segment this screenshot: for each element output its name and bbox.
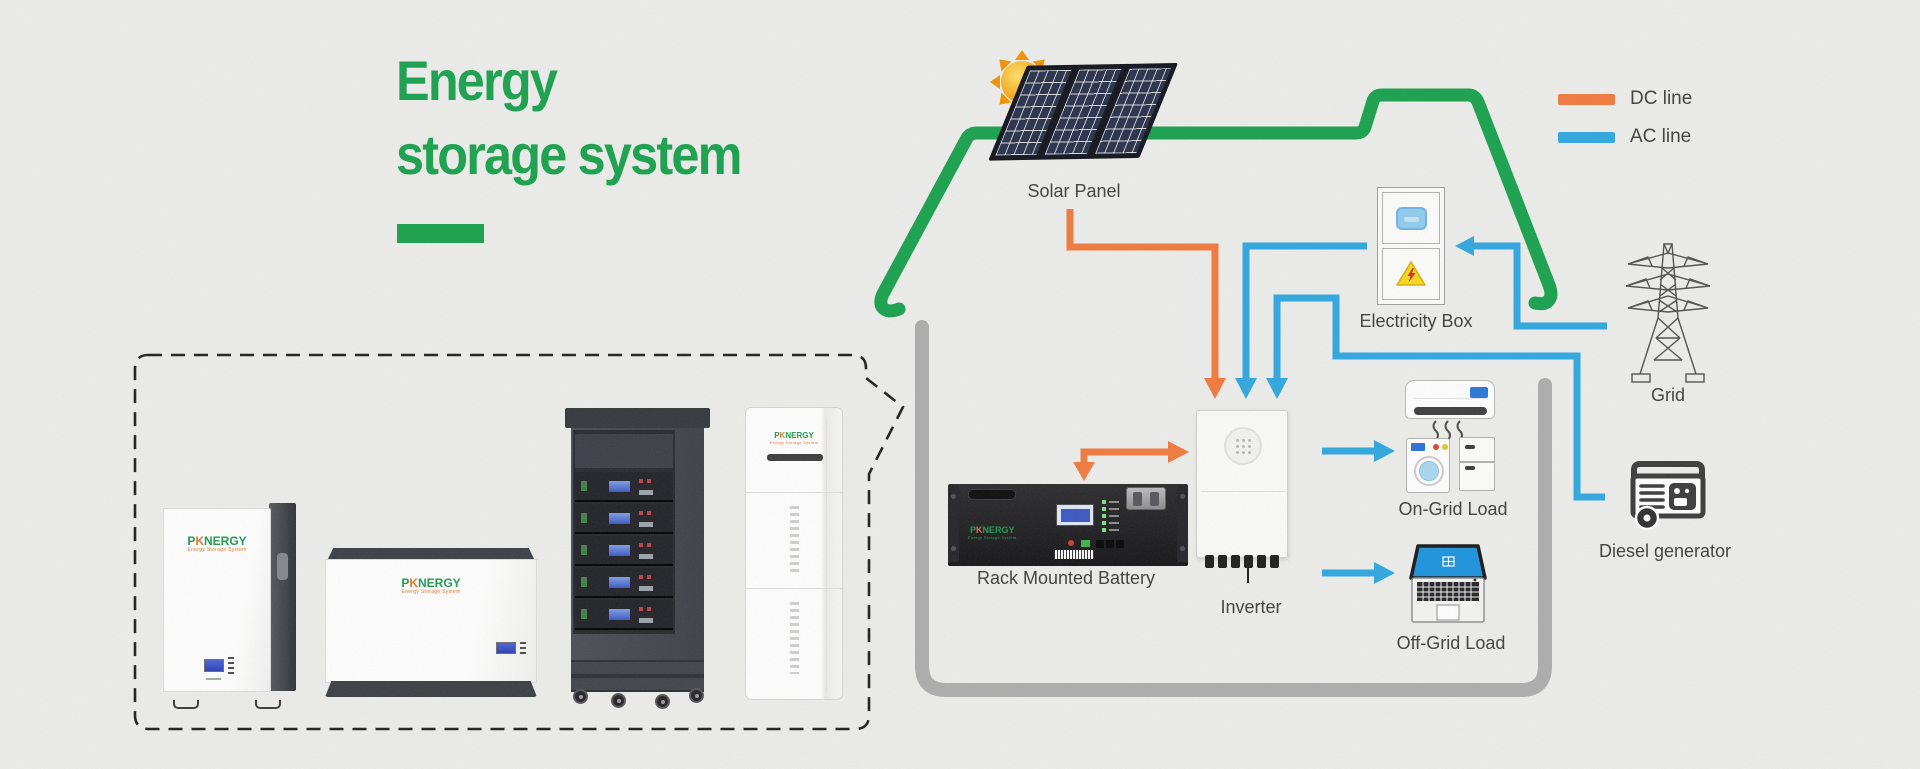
high-voltage-warning-icon xyxy=(1396,261,1426,286)
on-grid-load-label: On-Grid Load xyxy=(1398,499,1508,519)
rack-module xyxy=(575,504,673,534)
diesel-generator-icon xyxy=(1630,461,1706,531)
battery-led-indicators xyxy=(1102,500,1119,532)
dc-wires xyxy=(1066,209,1219,464)
warning-cell xyxy=(1382,248,1440,300)
all-in-one-cabinet: PKNERGY Energy Storage System xyxy=(745,407,843,700)
electricity-box-label: Electricity Box xyxy=(1359,311,1473,331)
battery-handle xyxy=(968,489,1016,500)
rack-ear-right xyxy=(1177,486,1188,562)
rack-top-cap xyxy=(565,408,710,428)
battery-ports xyxy=(1096,540,1124,548)
cabinet-vent-strip xyxy=(790,506,799,576)
wall-battery-handle xyxy=(277,553,288,580)
laptop-icon xyxy=(1409,544,1487,623)
brand-logo: PKNERGY Energy Storage System xyxy=(401,576,461,596)
cabinet-vent-strip xyxy=(790,602,799,674)
wall-battery-foot xyxy=(255,700,281,709)
inverter-connectors xyxy=(1205,555,1279,568)
rack-ear-left xyxy=(948,486,959,562)
rack-tower-battery xyxy=(565,408,710,709)
brand-logo: PKNERGY Energy Storage System xyxy=(769,431,819,445)
battery-lcd-screen xyxy=(1056,504,1094,526)
wall-battery-landscape: PKNERGY Energy Storage System xyxy=(325,548,537,697)
washer-button-yellow xyxy=(1442,444,1448,450)
solar-panel-label: Solar Panel xyxy=(1027,181,1121,201)
washer-door xyxy=(1414,456,1444,486)
inverter-fan-icon xyxy=(1224,427,1262,465)
cabinet-door-edge xyxy=(826,418,827,693)
battery-terminal-block xyxy=(1126,487,1166,510)
breaker-icon xyxy=(1395,206,1427,230)
washer-button-red xyxy=(1433,444,1439,450)
wall-battery-front: PKNERGY Energy Storage System xyxy=(163,508,271,692)
wall-battery-bottom-bar xyxy=(325,681,537,697)
ac-vent xyxy=(1414,407,1487,415)
diesel-generator-label: Diesel generator xyxy=(1598,541,1732,561)
brand-logo: PKNERGY Energy Storage System xyxy=(187,534,247,554)
washer-panel xyxy=(1411,443,1425,451)
inverter-label: Inverter xyxy=(1220,597,1282,617)
wall-battery-portrait: PKNERGY Energy Storage System xyxy=(163,503,297,709)
fridge-handle-top xyxy=(1465,445,1475,449)
battery-caption xyxy=(206,678,221,680)
caster-wheel xyxy=(611,693,626,708)
rack-module xyxy=(575,568,673,598)
rack-module xyxy=(575,536,673,566)
inverter-icon xyxy=(1196,410,1288,583)
off-grid-load-label: Off-Grid Load xyxy=(1396,633,1506,653)
battery-reset-button xyxy=(1068,540,1074,546)
rack-mounted-battery-label: Rack Mounted Battery xyxy=(976,568,1156,588)
caster-wheel xyxy=(655,694,670,709)
battery-indicators xyxy=(228,657,234,677)
inverter-seam xyxy=(1201,491,1285,492)
battery-brand-logo: PKNERGY Energy Storage System xyxy=(968,525,1017,540)
cabinet-vent-slot xyxy=(767,454,823,461)
wall-battery-side xyxy=(269,503,296,691)
battery-connector-green xyxy=(1081,540,1090,547)
battery-display xyxy=(204,659,224,672)
fridge-icon xyxy=(1459,437,1495,491)
washing-machine-icon xyxy=(1406,438,1450,493)
air-conditioner-icon xyxy=(1405,380,1495,419)
breaker-cell xyxy=(1382,192,1440,244)
rack-mounted-battery-icon: PKNERGY Energy Storage System xyxy=(948,484,1188,566)
rack-blank-panel xyxy=(575,434,673,468)
ac-display xyxy=(1470,387,1488,398)
wall-battery-body: PKNERGY Energy Storage System xyxy=(325,559,537,683)
electricity-box-icon xyxy=(1377,187,1445,305)
battery-indicators xyxy=(520,642,526,657)
battery-barcode xyxy=(1054,550,1094,559)
inverter-cable xyxy=(1247,565,1249,583)
wall-battery-foot xyxy=(173,700,199,709)
rack-module xyxy=(575,600,673,630)
fridge-handle-bottom xyxy=(1465,466,1475,470)
caster-wheel xyxy=(689,688,704,703)
grid-label: Grid xyxy=(1650,385,1686,405)
rack-base xyxy=(571,660,704,692)
caster-wheel xyxy=(573,689,588,704)
rack-front-opening xyxy=(573,430,675,634)
battery-display xyxy=(496,642,516,654)
rack-module xyxy=(575,472,673,502)
grid-tower-icon xyxy=(1625,243,1711,383)
